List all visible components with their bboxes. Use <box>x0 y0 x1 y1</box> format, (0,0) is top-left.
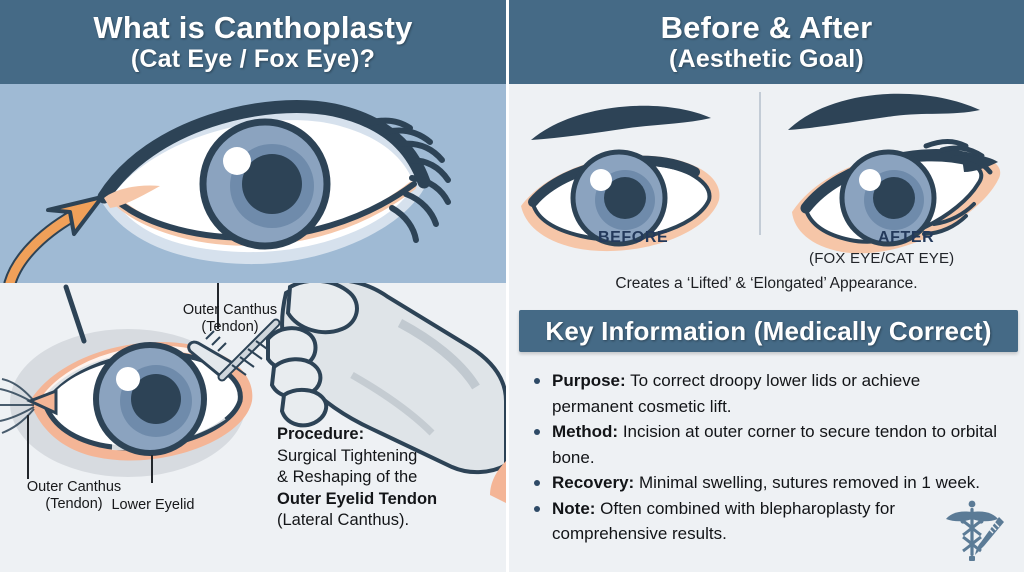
procedure-heading: Procedure: <box>277 425 365 443</box>
before-after-divider <box>759 92 761 235</box>
before-eye <box>521 105 720 252</box>
procedure-text-block: Procedure: Surgical Tightening & Reshapi… <box>277 424 492 532</box>
right-panel: Before & After (Aesthetic Goal) <box>509 0 1024 572</box>
after-label: AFTER <box>878 229 935 246</box>
bullet-term: Recovery: <box>552 473 635 492</box>
procedure-line2: & Reshaping of the <box>277 468 418 486</box>
before-after-area <box>509 84 1024 306</box>
anatomy-eye-and-hand <box>0 283 506 503</box>
procedure-emphasis: Outer Eyelid Tendon <box>277 489 438 508</box>
list-item: Note: Often combined with blepharoplasty… <box>530 496 1000 547</box>
left-header-title: What is Canthoplasty <box>93 9 413 45</box>
before-label: BEFORE <box>598 229 669 246</box>
after-eye <box>788 93 1001 254</box>
before-after-illustration <box>521 93 1001 254</box>
bullet-term: Method: <box>552 422 619 441</box>
bullet-text: Incision at outer corner to secure tendo… <box>552 422 998 467</box>
list-item: Purpose: To correct droopy lower lids or… <box>530 368 1000 419</box>
big-eye-illustration <box>3 100 451 283</box>
bullet-text: To correct droopy lower lids or achieve … <box>552 371 921 416</box>
right-header-title: Before & After <box>660 9 873 45</box>
bullet-text: Often combined with blepharoplasty for c… <box>552 498 896 544</box>
list-item: Recovery: Minimal swelling, sutures remo… <box>530 470 1000 496</box>
after-sublabel: (FOX EYE/CAT EYE) <box>809 250 955 267</box>
bullet-text: Minimal swelling, sutures removed in 1 w… <box>634 473 981 492</box>
right-header-subtitle: (Aesthetic Goal) <box>669 44 864 73</box>
key-information-list: Purpose: To correct droopy lower lids or… <box>530 368 1000 547</box>
left-header-subtitle: (Cat Eye / Fox Eye)? <box>130 44 376 73</box>
callout-lower-eyelid: Lower Eyelid <box>111 497 195 513</box>
gloved-hand <box>266 283 506 503</box>
bullet-term: Note: <box>552 498 596 518</box>
pointer-arrow <box>3 195 104 283</box>
callout-outer-canthus-top: Outer Canthus (Tendon) <box>182 302 278 335</box>
bullet-term: Purpose: <box>552 371 626 390</box>
procedure-line3: (Lateral Canthus). <box>277 511 410 529</box>
surgical-instrument <box>187 318 281 382</box>
left-illustration-bottom: Outer Canthus (Tendon) Lower Eyelid <box>0 283 506 572</box>
key-information-header: Key Information (Medically Correct) <box>519 310 1018 352</box>
list-item: Method: Incision at outer corner to secu… <box>530 419 1000 470</box>
left-panel: What is Canthoplasty (Cat Eye / Fox Eye)… <box>0 0 509 572</box>
right-panel-header: Before & After (Aesthetic Goal) <box>509 0 1024 84</box>
caduceus-scalpel-icon <box>946 500 1004 561</box>
callout-outer-canthus-bottom: Outer Canthus (Tendon) <box>26 479 122 512</box>
procedure-line1: Surgical Tightening <box>277 446 418 465</box>
left-panel-header: What is Canthoplasty (Cat Eye / Fox Eye)… <box>0 0 506 84</box>
key-information-title: Key Information (Medically Correct) <box>545 316 992 346</box>
left-illustration-top <box>0 84 506 283</box>
before-after-caption: Creates a ‘Lifted’ & ‘Elongated’ Appeara… <box>615 275 918 292</box>
